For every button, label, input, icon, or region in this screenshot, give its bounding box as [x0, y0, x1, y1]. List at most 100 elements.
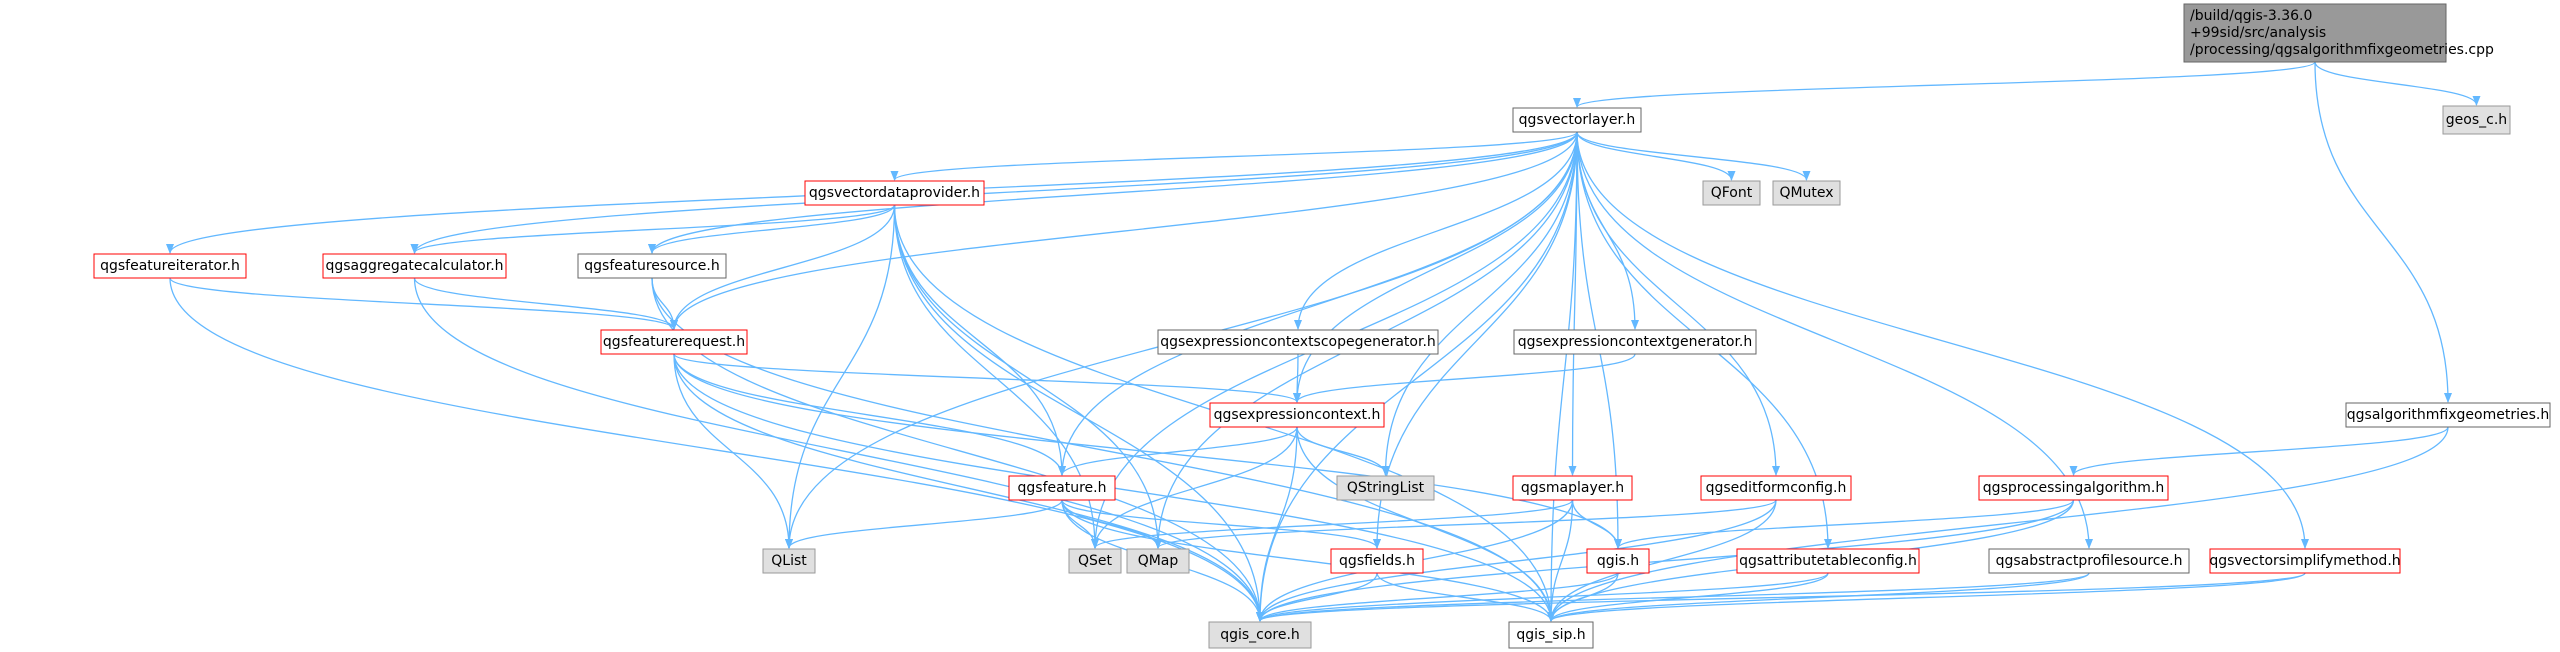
- node-qgsvectordataprovider[interactable]: qgsvectordataprovider.h: [804, 180, 985, 206]
- node-box-qgsmaplayer: [1512, 475, 1633, 501]
- edge-qgsvectorlayer-to-qmutex: [1576, 131, 1811, 181]
- node-qstringlist: QStringList: [1336, 475, 1435, 501]
- node-qgsprocessingalgorithm[interactable]: qgsprocessingalgorithm.h: [1978, 475, 2169, 501]
- node-label-qmutex: QMutex: [1779, 185, 1833, 201]
- node-box-qstringlist: [1336, 475, 1435, 501]
- node-qgsexpressioncontextscopegenerator[interactable]: qgsexpressioncontextscopegenerator.h: [1157, 329, 1439, 355]
- edge-qgsexpressioncontext-to-qstringlist: [1296, 426, 1390, 476]
- edge-qgis-to-qgis_core: [1256, 572, 1619, 622]
- node-box-qgis: [1586, 548, 1650, 574]
- edge-qgsvectordataprovider-to-qlist: [785, 204, 896, 549]
- edge-qgsexpressioncontext-to-qgsfeature: [1058, 426, 1298, 476]
- node-qlist: QList: [762, 548, 816, 574]
- node-label-qgsattributetableconfig: qgsattributetableconfig.h: [1739, 553, 1917, 569]
- edge-qgsaggregatecalculator-to-qgis_core: [413, 277, 1264, 622]
- node-box-geos_c: [2442, 105, 2511, 135]
- node-box-qgsexpressioncontext: [1209, 402, 1385, 428]
- node-label-qgsfeaturesource: qgsfeaturesource.h: [584, 258, 719, 274]
- node-box-root: [2183, 3, 2447, 63]
- node-label-qset: QSet: [1078, 553, 1113, 569]
- node-qmap: QMap: [1126, 548, 1190, 574]
- edge-qgsfeature-to-qlist: [785, 499, 1063, 549]
- node-root[interactable]: /build/qgis-3.36.0+99sid/src/analysis/pr…: [2183, 3, 2494, 63]
- edge-qgsvectorlayer-to-qgsvectorsimplifymethod: [1576, 131, 2309, 549]
- node-box-qgseditformconfig: [1700, 475, 1852, 501]
- edge-qgsabstractprofilesource-to-qgis_sip: [1547, 572, 2090, 622]
- edge-qgsfeaturerequest-to-qlist: [673, 353, 793, 549]
- edge-qgsvectorlayer-to-qgsvectordataprovider: [890, 131, 1578, 181]
- node-qgsattributetableconfig[interactable]: qgsattributetableconfig.h: [1736, 548, 1920, 574]
- node-qgis[interactable]: qgis.h: [1586, 548, 1650, 574]
- node-box-qgsexpressioncontextgenerator: [1513, 329, 1757, 355]
- node-qgsalgorithmfixgeometries[interactable]: qgsalgorithmfixgeometries.h: [2345, 402, 2551, 428]
- edge-qgsaggregatecalculator-to-qgsfeaturerequest: [413, 277, 678, 330]
- edge-qgsvectordataprovider-to-qgis_core: [893, 204, 1264, 622]
- node-label-qmap: QMap: [1138, 553, 1179, 569]
- edge-qgsfeaturerequest-to-qgis: [673, 353, 1622, 549]
- node-box-qfont: [1702, 180, 1761, 206]
- node-box-qgsvectordataprovider: [804, 180, 985, 206]
- node-qgsfeatureiterator[interactable]: qgsfeatureiterator.h: [93, 253, 247, 279]
- edge-qgsfeaturerequest-to-qgis_core: [673, 353, 1264, 622]
- edge-qgsabstractprofilesource-to-qgis_core: [1256, 572, 2090, 622]
- node-box-qgsalgorithmfixgeometries: [2345, 402, 2551, 428]
- edge-root-to-qgsalgorithmfixgeometries: [2314, 61, 2452, 403]
- node-box-qset: [1068, 548, 1122, 574]
- node-geos_c: geos_c.h: [2442, 105, 2511, 135]
- node-box-qgis_sip: [1508, 621, 1594, 649]
- edge-root-to-qgsvectorlayer: [1573, 61, 2316, 108]
- node-qgsexpressioncontext[interactable]: qgsexpressioncontext.h: [1209, 402, 1385, 428]
- edge-qgsvectorlayer-to-qgsfeaturesource: [648, 131, 1578, 254]
- node-qgsfeature[interactable]: qgsfeature.h: [1008, 475, 1116, 501]
- node-box-qgsfields: [1330, 548, 1424, 574]
- edge-qgsvectorsimplifymethod-to-qgis_sip: [1547, 572, 2306, 622]
- node-box-qgsexpressioncontextscopegenerator: [1157, 329, 1439, 355]
- node-qgsexpressioncontextgenerator[interactable]: qgsexpressioncontextgenerator.h: [1513, 329, 1757, 355]
- node-qgis_sip[interactable]: qgis_sip.h: [1508, 621, 1594, 649]
- node-label-qgsfeature: qgsfeature.h: [1018, 480, 1107, 496]
- edge-root-to-geos_c: [2314, 61, 2481, 106]
- node-label-qgsmaplayer: qgsmaplayer.h: [1521, 480, 1624, 496]
- node-qgsvectorsimplifymethod[interactable]: qgsvectorsimplifymethod.h: [2209, 548, 2401, 574]
- node-label-qgsexpressioncontext: qgsexpressioncontext.h: [1214, 407, 1381, 423]
- node-box-qmutex: [1772, 180, 1841, 206]
- node-qgsfeaturerequest[interactable]: qgsfeaturerequest.h: [600, 329, 748, 355]
- edge-qgsvectorlayer-to-qgsfeaturerequest: [670, 131, 1578, 330]
- node-label-qgis: qgis.h: [1597, 553, 1639, 569]
- edge-qgsfields-to-qgis_core: [1256, 572, 1378, 622]
- node-label-root: /processing/qgsalgorithmfixgeometries.cp…: [2190, 42, 2494, 58]
- node-qgseditformconfig[interactable]: qgseditformconfig.h: [1700, 475, 1852, 501]
- node-qgsmaplayer[interactable]: qgsmaplayer.h: [1512, 475, 1633, 501]
- node-box-qgsfeaturerequest: [600, 329, 748, 355]
- edge-qgsvectordataprovider-to-qgsaggregatecalculator: [410, 204, 896, 254]
- node-label-qgsvectorlayer: qgsvectorlayer.h: [1519, 112, 1636, 128]
- node-label-qfont: QFont: [1711, 185, 1753, 201]
- edge-qgsalgorithmfixgeometries-to-qgis_sip: [1547, 426, 2449, 622]
- edge-qgsexpressioncontext-to-qgis_core: [1256, 426, 1298, 622]
- node-label-qgsexpressioncontextscopegenerator: qgsexpressioncontextscopegenerator.h: [1160, 334, 1436, 350]
- node-qgsfeaturesource[interactable]: qgsfeaturesource.h: [577, 253, 727, 279]
- edge-qgsfeatureiterator-to-qgis_core: [169, 277, 1264, 622]
- node-qset: QSet: [1068, 548, 1122, 574]
- edge-qgsfeature-to-qgis_sip: [1061, 499, 1555, 622]
- edge-qgsvectordataprovider-to-qmap: [893, 204, 1162, 549]
- edge-qgsvectorlayer-to-qgis_core: [1256, 131, 1578, 622]
- node-label-qgseditformconfig: qgseditformconfig.h: [1706, 480, 1847, 496]
- node-box-qgsattributetableconfig: [1736, 548, 1920, 574]
- edge-qgsfields-to-qgis_sip: [1376, 572, 1555, 622]
- node-qgsfields[interactable]: qgsfields.h: [1330, 548, 1424, 574]
- node-box-qgsvectorlayer: [1512, 107, 1642, 133]
- node-label-qgsprocessingalgorithm: qgsprocessingalgorithm.h: [1983, 480, 2164, 496]
- node-label-qgsfeaturerequest: qgsfeaturerequest.h: [603, 334, 745, 350]
- node-label-qgsvectorsimplifymethod: qgsvectorsimplifymethod.h: [2209, 553, 2400, 569]
- node-label-qgsvectordataprovider: qgsvectordataprovider.h: [809, 185, 980, 201]
- node-label-qgsfields: qgsfields.h: [1339, 553, 1415, 569]
- edge-qgsvectorlayer-to-qgseditformconfig: [1576, 131, 1780, 476]
- node-qgsvectorlayer[interactable]: qgsvectorlayer.h: [1512, 107, 1642, 133]
- node-label-root: +99sid/src/analysis: [2190, 25, 2326, 41]
- edge-qgsattributetableconfig-to-qgis_core: [1256, 572, 1829, 622]
- node-qgsabstractprofilesource[interactable]: qgsabstractprofilesource.h: [1988, 548, 2190, 574]
- node-qgsaggregatecalculator[interactable]: qgsaggregatecalculator.h: [322, 253, 507, 279]
- node-box-qmap: [1126, 548, 1190, 574]
